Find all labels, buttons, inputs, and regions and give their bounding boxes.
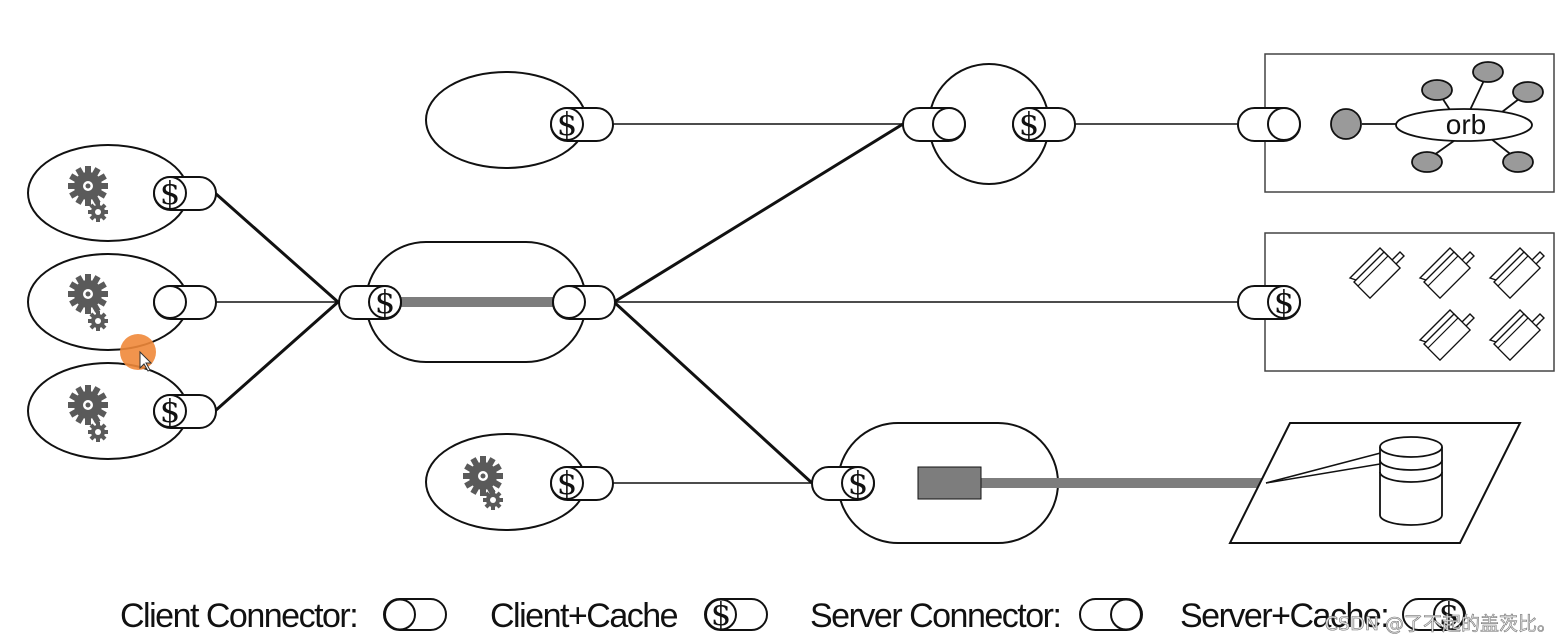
orb-network-icon (1330, 61, 1544, 173)
server-cache-connector: $ (811, 464, 875, 502)
connections (214, 122, 1238, 485)
gear-small-icon (88, 311, 108, 331)
top-client: $ (425, 71, 614, 169)
server-cache-connector: $ (338, 283, 402, 321)
legend-client-cache-symbol: $ (704, 595, 768, 633)
link-client3-hub (214, 300, 339, 413)
client-cache-connector: $ (550, 105, 614, 143)
dollar-symbol: $ (1019, 105, 1039, 143)
dollar-symbol: $ (160, 392, 180, 430)
client-3: $ (27, 362, 217, 460)
legend-server-connector-label: Server Connector: (810, 597, 1060, 635)
link-client1-hub (214, 191, 339, 304)
dollar-symbol: $ (375, 283, 395, 321)
top-relay: $ (902, 63, 1076, 185)
legend-server-cache-label: Server+Cache: (1180, 597, 1388, 635)
database-component: $ (811, 422, 1266, 544)
database-icon (1379, 436, 1443, 526)
legend: Client Connector: Client+Cache $ Server … (120, 595, 1466, 635)
server-cache-connector: $ (1237, 283, 1301, 321)
dollar-symbol: $ (557, 464, 577, 502)
client-cache-connector: $ (153, 392, 217, 430)
orb-box: orb (1237, 53, 1555, 193)
client-connector (153, 285, 217, 320)
mouse-pointer-icon (139, 350, 153, 372)
link-hub-db (612, 300, 814, 485)
legend-client-connector-symbol (383, 598, 447, 631)
gear-small-icon (483, 490, 503, 510)
dollar-symbol: $ (848, 464, 868, 502)
client-cache-connector: $ (1012, 105, 1076, 143)
orb-label: orb (1446, 109, 1486, 140)
client-2 (27, 253, 217, 351)
files-box: $ (1237, 232, 1555, 372)
watermark: CSDN @了不起的盖茨比。 (1325, 613, 1556, 635)
client-cache-connector: $ (153, 174, 217, 212)
client-1: $ (27, 144, 217, 242)
svg-text:$: $ (1439, 595, 1459, 633)
server-connector (902, 107, 966, 142)
cursor-highlight (120, 334, 156, 372)
link-hub-top (613, 122, 904, 304)
server-connector (1237, 107, 1301, 142)
svg-text:$: $ (711, 595, 731, 633)
legend-server-cache-symbol: $ (1402, 595, 1466, 633)
gear-small-icon (88, 202, 108, 222)
adapter-block (917, 466, 982, 500)
legend-server-connector-symbol (1079, 598, 1143, 631)
bottom-client: $ (425, 433, 614, 531)
dollar-symbol: $ (1274, 283, 1294, 321)
legend-client-connector-label: Client Connector: (120, 597, 357, 635)
database-plane (1228, 422, 1522, 544)
hub-component: $ (338, 241, 616, 363)
legend-client-cache-label: Client+Cache (490, 597, 678, 635)
dollar-symbol: $ (557, 105, 577, 143)
client-cache-connector: $ (550, 464, 614, 502)
gear-small-icon (88, 422, 108, 442)
dollar-symbol: $ (160, 174, 180, 212)
client-connector (552, 285, 616, 320)
